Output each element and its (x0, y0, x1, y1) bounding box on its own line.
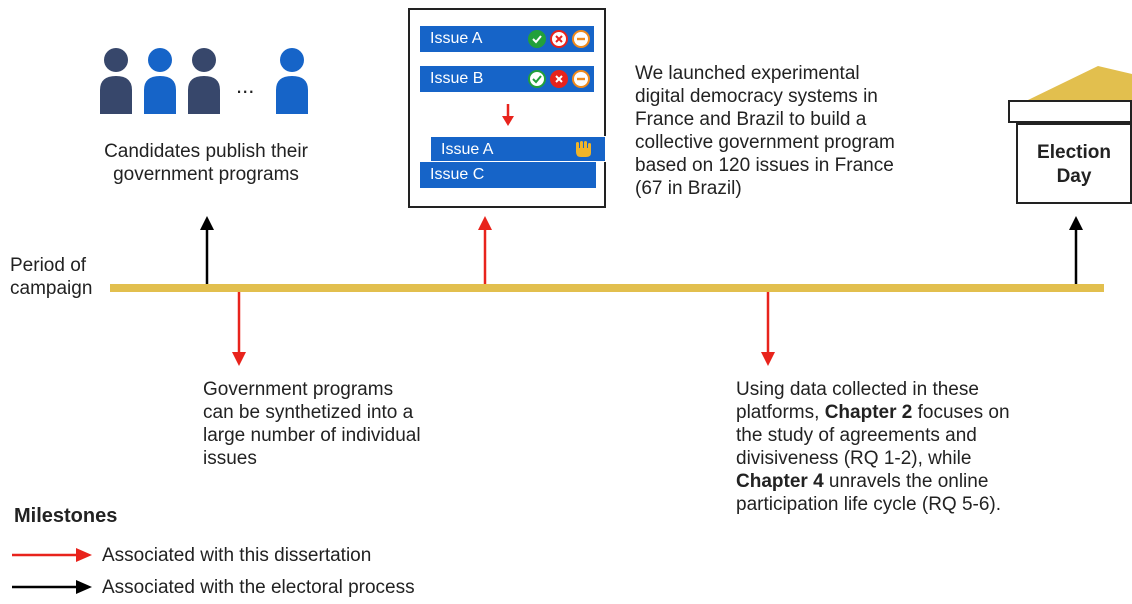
down-arrow-icon (502, 104, 514, 126)
chapters-line5b: unravels the online (823, 471, 989, 492)
chapters-line5: Chapter 4 unravels the online (736, 470, 1010, 493)
electoral-arrow-up (200, 216, 214, 284)
chapter-2-label: Chapter 2 (824, 402, 913, 423)
launched-line1: We launched experimental (635, 63, 860, 84)
electoral-arrow-up (1069, 216, 1083, 284)
launched-line3: France and Brazil to build a (635, 109, 867, 130)
synthesized-line4: issues (203, 448, 257, 469)
chapters-description: Using data collected in these platforms,… (736, 378, 1010, 516)
neutral-minus-icon (572, 30, 590, 48)
disagree-x-icon (550, 30, 568, 48)
dissertation-arrow-down (761, 292, 775, 366)
synthesized-line1: Government programs (203, 379, 394, 400)
agree-check-icon (528, 30, 546, 48)
chapters-line4: divisiveness (RQ 1-2), while (736, 448, 972, 469)
candidates-caption: Candidates publish their government prog… (60, 140, 352, 186)
election-day-label: Election Day (1016, 141, 1132, 189)
period-label-line1: Period of (10, 255, 87, 276)
election-day-line1: Election (1037, 142, 1111, 163)
issue-b-row: Issue B (420, 66, 594, 92)
neutral-minus-icon (572, 70, 590, 88)
candidates-people-icon-group (100, 48, 308, 114)
launched-line4: collective government program (635, 132, 895, 153)
launched-line2: digital democracy systems in (635, 86, 878, 107)
issue-a-label: Issue A (430, 30, 483, 47)
ballot-box (1016, 123, 1132, 204)
period-of-campaign-label: Period of campaign (10, 254, 92, 300)
issue-a-dragged-label: Issue A (441, 141, 494, 158)
dissertation-arrow-up (478, 216, 492, 284)
legend-electoral-label: Associated with the electoral process (102, 577, 415, 598)
synthesized-line2: can be synthetized into a (203, 402, 414, 423)
chapters-line6: participation life cycle (RQ 5-6). (736, 494, 1002, 515)
chapters-line3: the study of agreements and (736, 425, 977, 446)
candidates-caption-line1: Candidates publish their (104, 141, 308, 162)
chapter-4-label: Chapter 4 (736, 471, 824, 492)
person-icon (188, 48, 220, 114)
chapters-line2a: platforms, (736, 402, 825, 423)
campaign-timeline-bar (110, 284, 1104, 292)
issue-b-label: Issue B (430, 70, 484, 87)
platform-ui-panel: Issue A Issue B Issue C Issue A (408, 8, 606, 208)
issue-a-dragged-row: Issue A (430, 136, 606, 162)
election-day-line2: Day (1056, 166, 1092, 187)
chapters-line2: platforms, Chapter 2 focuses on (736, 401, 1010, 424)
launched-line5: based on 120 issues in France (635, 155, 894, 176)
launched-line6: (67 in Brazil) (635, 178, 742, 199)
disagree-x-icon (550, 70, 568, 88)
issue-c-label: Issue C (430, 166, 485, 183)
issue-a-row: Issue A (420, 26, 594, 52)
agree-check-icon (528, 70, 546, 88)
period-label-line2: campaign (10, 278, 93, 299)
person-icon (100, 48, 132, 114)
chapters-line2c: focuses on (912, 402, 1010, 423)
legend-dissertation-label: Associated with this dissertation (102, 545, 372, 566)
legend-black-arrow-icon (12, 580, 92, 594)
person-icon (276, 48, 308, 114)
person-icon (144, 48, 176, 114)
ballot-paper-icon (1028, 66, 1132, 106)
issue-c-row: Issue C (420, 162, 596, 188)
ballot-box-lid (1008, 100, 1132, 123)
dissertation-arrow-down (232, 292, 246, 366)
people-ellipsis: ... (236, 73, 255, 98)
launched-description: We launched experimental digital democra… (635, 62, 895, 200)
synthesized-line3: large number of individual (203, 425, 421, 446)
chapters-line1: Using data collected in these (736, 379, 979, 400)
synthesized-description: Government programs can be synthetized i… (203, 378, 421, 470)
legend-title: Milestones (14, 505, 118, 527)
legend-red-arrow-icon (12, 548, 92, 562)
candidates-caption-line2: government programs (113, 164, 299, 185)
grab-hand-icon (576, 141, 591, 157)
